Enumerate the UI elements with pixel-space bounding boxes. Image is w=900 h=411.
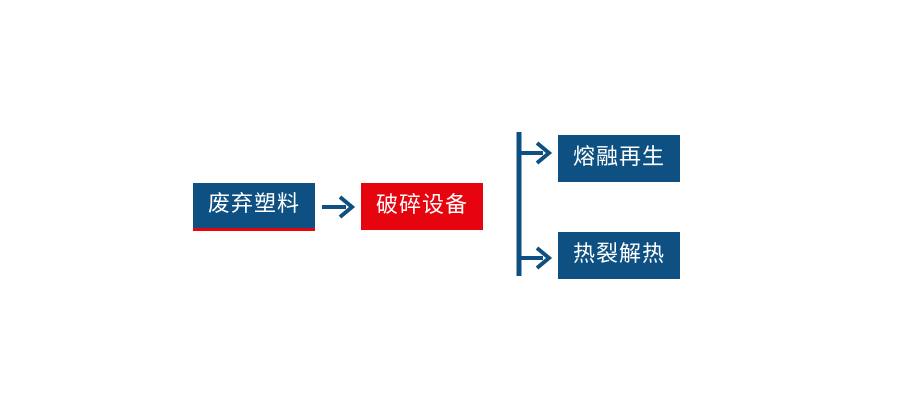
node-pyrolysis[interactable]: 热裂解热 xyxy=(558,232,680,279)
arrow-waste-to-crusher xyxy=(322,192,358,222)
branch-connector xyxy=(505,126,565,286)
node-waste-plastic[interactable]: 废弃塑料 xyxy=(193,183,315,231)
node-crusher-equipment-label: 破碎设备 xyxy=(375,192,468,218)
node-melt-regeneration-label: 熔融再生 xyxy=(572,144,665,170)
split-arrows-icon xyxy=(516,132,553,276)
arrow-right-icon xyxy=(322,195,356,219)
node-melt-regeneration[interactable]: 熔融再生 xyxy=(558,135,680,182)
node-crusher-equipment[interactable]: 破碎设备 xyxy=(361,183,483,230)
node-pyrolysis-label: 热裂解热 xyxy=(572,241,665,267)
node-waste-plastic-label: 废弃塑料 xyxy=(207,191,300,217)
